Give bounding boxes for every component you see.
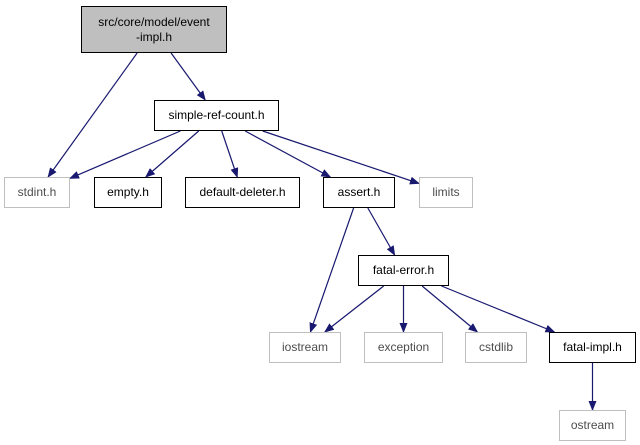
node-empty: empty.h [94,177,162,208]
edge-event-impl-to-stdint [47,52,138,178]
edge-event-impl-to-simple-ref-count [170,52,206,101]
node-stdint: stdint.h [4,177,70,208]
edge-simple-ref-count-to-assert [244,130,332,178]
node-label: cstdlib [478,340,513,354]
node-label: fatal-error.h [372,263,435,277]
node-label: stdint.h [17,185,57,199]
node-label: -impl.h [135,29,172,44]
node-limits: limits [419,177,473,208]
node-fatal-error: fatal-error.h [358,255,449,286]
edge-fatal-error-to-cstdlib [421,285,479,333]
node-label: ostream [570,418,615,432]
edge-assert-to-fatal-error [367,207,396,256]
node-label: src/core/model/event [98,14,210,29]
node-cstdlib: cstdlib [465,332,527,363]
node-label: fatal-impl.h [563,340,622,354]
node-simple-ref-count: simple-ref-count.h [154,100,279,131]
edge-assert-to-iostream [309,207,355,333]
edge-simple-ref-count-to-limits [262,130,420,185]
edge-simple-ref-count-to-stdint [69,130,181,179]
edge-simple-ref-count-to-empty [145,130,200,178]
node-label: limits [432,185,460,199]
edge-fatal-error-to-iostream [324,285,385,333]
node-label: exception [377,340,430,354]
node-exception: exception [364,332,443,363]
node-fatal-impl: fatal-impl.h [549,332,636,363]
node-assert: assert.h [323,177,395,208]
node-event-impl: src/core/model/event-impl.h [81,6,227,53]
node-ostream: ostream [559,410,626,441]
edge-simple-ref-count-to-default-deleter [221,130,239,178]
node-label: empty.h [107,185,149,199]
node-iostream: iostream [269,332,341,363]
node-label: default-deleter.h [199,185,286,199]
node-label: assert.h [337,185,381,199]
node-default-deleter: default-deleter.h [185,177,300,208]
node-label: simple-ref-count.h [168,108,265,122]
node-label: iostream [281,340,328,354]
edge-fatal-error-to-fatal-impl [441,285,556,333]
edge-layer [47,52,597,411]
